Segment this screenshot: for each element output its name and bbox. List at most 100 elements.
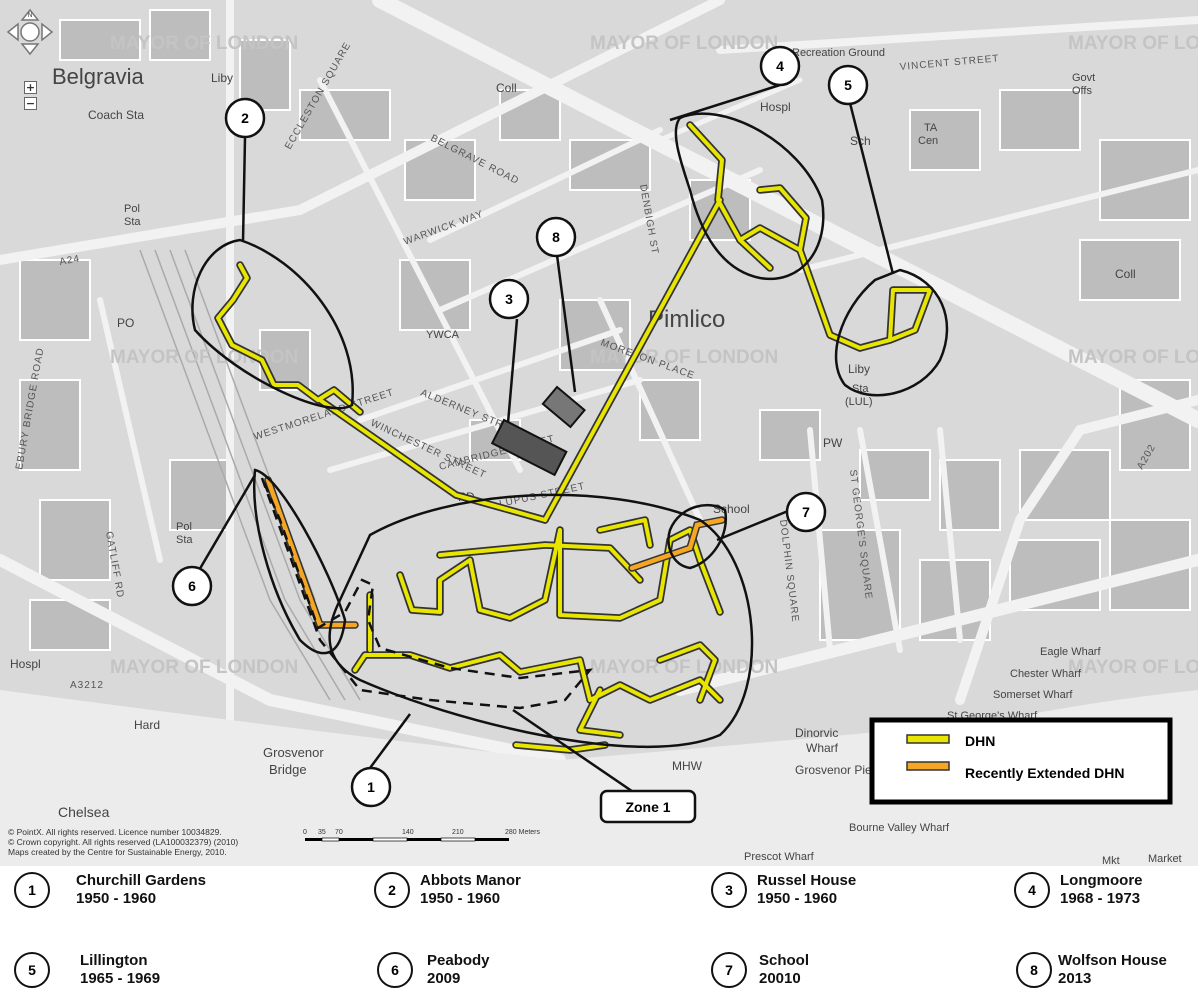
label-sta-2: Sta <box>124 216 141 228</box>
label-ywca: YWCA <box>426 329 460 341</box>
site-years: 2009 <box>427 970 461 987</box>
svg-text:5: 5 <box>844 77 852 93</box>
callout-6[interactable]: 6 <box>171 565 213 607</box>
label-coll-2: Coll <box>1115 267 1136 281</box>
svg-text:1: 1 <box>367 779 375 795</box>
svg-text:Zone 1: Zone 1 <box>625 799 670 815</box>
svg-text:70: 70 <box>335 829 343 836</box>
label-dinorvic-1: Dinorvic <box>795 726 838 740</box>
label-sta-1: Sta <box>176 534 193 546</box>
label-pol-1: Pol <box>176 521 192 533</box>
label-coach-sta: Coach Sta <box>88 108 144 122</box>
label-hard: Hard <box>134 718 160 732</box>
callout-8[interactable]: 8 <box>535 216 577 258</box>
label-hospl: Hospl <box>10 657 41 671</box>
russel-house-block <box>490 418 568 477</box>
site-years: 1950 - 1960 <box>76 890 157 907</box>
credit-line: © PointX. All rights reserved. Licence n… <box>8 827 222 837</box>
svg-text:210: 210 <box>452 829 464 836</box>
callout-4[interactable]: 4 <box>759 45 801 87</box>
watermark-text: MAYOR OF LONDON <box>110 657 298 678</box>
label-bourne-valley: Bourne Valley Wharf <box>849 822 950 834</box>
label-cen: Cen <box>918 135 938 147</box>
label-market: Market <box>1148 853 1182 865</box>
site-name: Longmoore <box>1060 872 1143 889</box>
site-number: 5 <box>14 952 50 988</box>
label-liby-2: Liby <box>848 362 870 376</box>
svg-text:6: 6 <box>188 578 196 594</box>
pan-east-arrow <box>41 22 54 42</box>
site-number: 2 <box>374 872 410 908</box>
callout-1[interactable]: 1 <box>350 766 392 808</box>
scale-bar: 0 35 70 140 210 280 Meters <box>303 829 541 842</box>
label-eagle-wharf: Eagle Wharf <box>1040 646 1101 658</box>
svg-text:N: N <box>27 11 32 19</box>
label-govt: Govt <box>1072 72 1095 84</box>
zone1-label[interactable]: Zone 1 <box>599 789 697 824</box>
outline-lillington <box>834 268 949 397</box>
site-years: 20010 <box>759 970 801 987</box>
callout-2[interactable]: 2 <box>224 97 266 139</box>
label-grosvenor-bridge-2: Bridge <box>269 762 307 777</box>
label-coll: Coll <box>496 81 517 95</box>
wolfson-house-block <box>541 385 586 429</box>
label-offs: Offs <box>1072 85 1092 97</box>
site-name: School <box>759 952 810 969</box>
site-number: 1 <box>14 872 50 908</box>
site-name: Churchill Gardens <box>76 872 207 889</box>
district-heating-map[interactable]: MAYOR OF LONDON MAYOR OF LONDON MAYOR OF… <box>0 0 1198 866</box>
site-years: 1950 - 1960 <box>420 890 501 907</box>
legend-dhn-swatch <box>906 734 950 744</box>
credit-line: Maps created by the Centre for Sustainab… <box>8 847 227 857</box>
site-number: 3 <box>711 872 747 908</box>
outline-abbots-manor <box>191 238 354 410</box>
zoom-in-button[interactable]: + <box>24 81 37 94</box>
site-years: 1950 - 1960 <box>757 890 838 907</box>
site-number: 6 <box>377 952 413 988</box>
svg-text:280 Meters: 280 Meters <box>505 829 541 836</box>
site-name: Abbots Manor <box>420 872 521 889</box>
svg-text:7: 7 <box>802 504 810 520</box>
pan-control[interactable]: N <box>6 8 54 56</box>
callout-5[interactable]: 5 <box>827 64 869 106</box>
roads <box>0 0 1198 866</box>
callout-7[interactable]: 7 <box>785 491 827 533</box>
road-a24: A24 <box>59 254 81 268</box>
site-blocks <box>490 385 586 477</box>
site-number: 7 <box>711 952 747 988</box>
svg-text:0: 0 <box>303 829 307 836</box>
watermark-text: MAYOR OF LONDON <box>110 347 298 368</box>
site-number: 8 <box>1016 952 1052 988</box>
zoom-out-button[interactable]: − <box>24 97 37 110</box>
outline-longmoore <box>674 112 825 281</box>
label-mhw: MHW <box>672 759 703 773</box>
legend-recent-label: Recently Extended DHN <box>965 765 1124 781</box>
callout-3[interactable]: 3 <box>488 278 530 320</box>
credit-line: © Crown copyright. All rights reserved (… <box>8 837 239 847</box>
site-name: Wolfson House <box>1058 952 1167 969</box>
watermark-text: MAYOR OF LONDON <box>590 657 778 678</box>
label-sta-lul-2: (LUL) <box>845 396 873 408</box>
label-belgravia: Belgravia <box>52 64 144 89</box>
watermark-text: MAYOR OF LONDON <box>1068 347 1198 368</box>
legend-dhn-label: DHN <box>965 733 995 749</box>
svg-text:140: 140 <box>402 829 414 836</box>
pan-north-arrow <box>20 8 40 21</box>
pan-south-arrow <box>20 43 40 56</box>
svg-text:3: 3 <box>505 291 513 307</box>
watermark-text: MAYOR OF LONDON <box>1068 657 1198 678</box>
map-legend: DHN Recently Extended DHN <box>869 717 1173 805</box>
site-years: 2013 <box>1058 970 1092 987</box>
watermark-text: MAYOR OF LONDON <box>1068 33 1198 54</box>
site-years: 1965 - 1969 <box>80 970 161 987</box>
label-recreation: Recreation Ground <box>792 47 885 59</box>
